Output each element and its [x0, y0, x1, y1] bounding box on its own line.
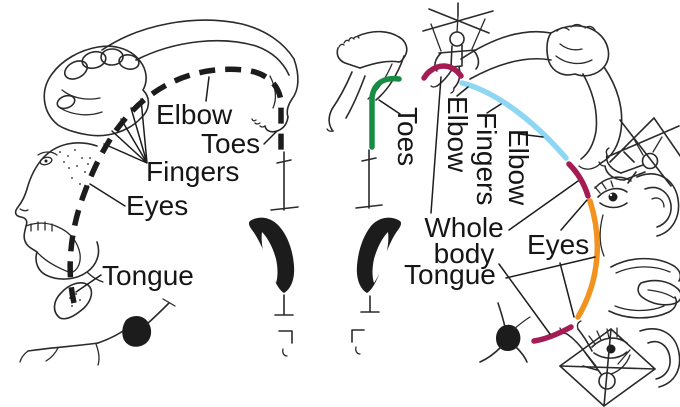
label-right-elbow-lower: Elbow — [503, 129, 534, 206]
cortex-dashed-arc — [67, 66, 284, 304]
mouth-arc — [575, 198, 601, 320]
right-homunculus-sketch — [326, 2, 680, 407]
label-left-fingers: Fingers — [146, 156, 240, 187]
inter-effector-arc-bottom — [531, 324, 574, 344]
label-whole-body: Whole body — [412, 212, 516, 269]
label-whole-body-line2: body — [433, 237, 495, 269]
marionette-top-icon — [422, 2, 494, 94]
label-right-toes: Toes — [392, 107, 423, 167]
foot-arc — [369, 75, 402, 150]
inter-effector-arc-middle — [566, 161, 591, 199]
medial-markers-left — [248, 151, 299, 357]
tongue-icon — [53, 282, 93, 320]
label-left-eyes: Eyes — [126, 190, 189, 221]
label-right-tongue: Tongue — [404, 259, 496, 290]
forehead-stipple — [59, 149, 95, 187]
marionette-bottom-icon — [559, 320, 656, 407]
face-eye-ear-mouth-icon — [594, 173, 680, 319]
eye-ear-icon — [588, 327, 680, 388]
arm-fist-icon — [460, 23, 623, 170]
label-left-tongue: Tongue — [102, 260, 194, 291]
hand-arc — [459, 80, 569, 161]
label-right-elbow-upper: Elbow — [442, 96, 473, 173]
screaming-face-icon — [14, 142, 104, 283]
marionette-right-icon — [598, 117, 680, 187]
reclining-body-icon — [101, 19, 299, 133]
left-homunculus-sketch — [14, 19, 299, 366]
medial-markers-right — [351, 149, 402, 355]
neuron-icon — [19, 298, 176, 366]
label-whole-body-line1: Whole — [424, 212, 504, 243]
fist-icon — [43, 45, 150, 137]
left-leader-lines — [75, 76, 278, 293]
inter-effector-arc-top — [421, 63, 464, 81]
label-right-fingers: Fingers — [471, 112, 502, 206]
neuron-right-icon — [479, 302, 531, 363]
right-leader-lines — [378, 76, 596, 335]
label-left-elbow: Elbow — [156, 99, 233, 130]
label-right-eyes: Eyes — [527, 229, 590, 260]
label-left-toes: Toes — [201, 128, 261, 159]
